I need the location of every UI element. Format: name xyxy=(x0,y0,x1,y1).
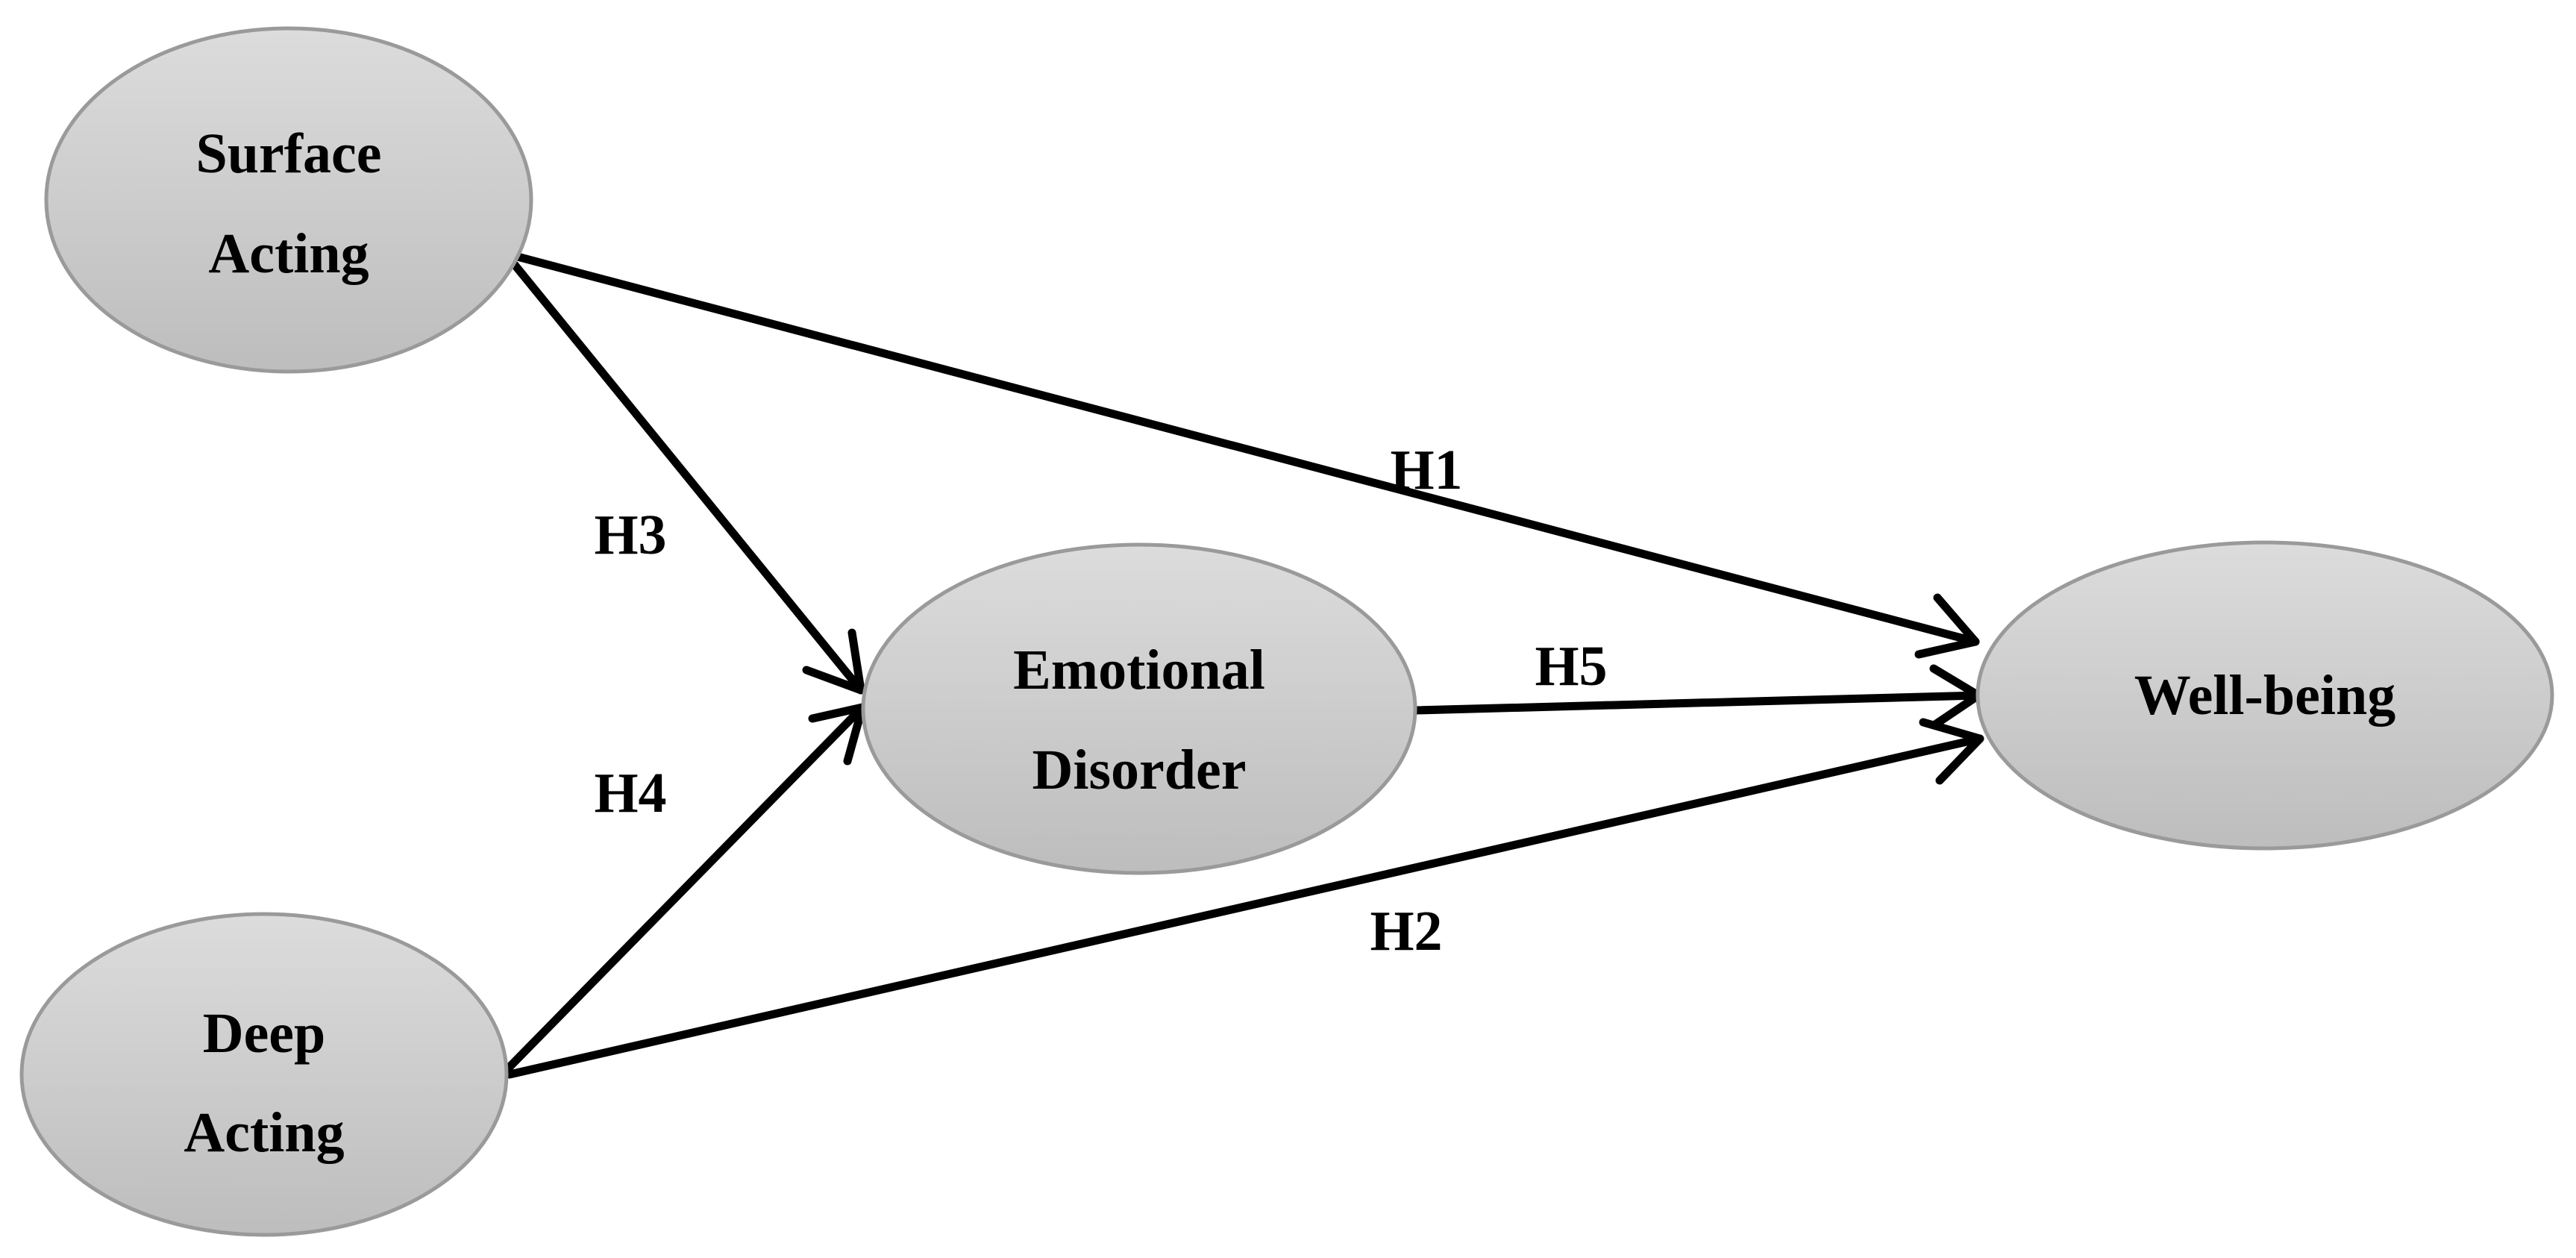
node-deep-acting-label-line1: Deep xyxy=(203,1002,326,1065)
edge-h2-line xyxy=(505,734,1984,1079)
edge-h4 xyxy=(505,703,867,1071)
edge-h4-line xyxy=(505,703,867,1071)
edge-h1-arrowhead xyxy=(1914,593,1980,659)
node-emotional-disorder-label-line2: Disorder xyxy=(1032,739,1246,801)
edge-h1-label: H1 xyxy=(1390,439,1462,501)
edge-h5 xyxy=(1411,664,1983,729)
edge-h5-line xyxy=(1411,691,1983,715)
node-emotional-disorder-label-line1: Emotional xyxy=(1013,639,1265,701)
edge-h2-label: H2 xyxy=(1370,900,1442,963)
edge-h2-arrowhead xyxy=(1919,718,1984,785)
edge-h5-label: H5 xyxy=(1535,635,1607,698)
node-surface-acting: Surface Acting xyxy=(44,26,533,374)
edge-h3-arrowhead xyxy=(802,628,865,695)
node-surface-acting-ellipse xyxy=(44,26,533,374)
edge-h4-label: H4 xyxy=(594,762,666,824)
node-emotional-disorder: Emotional Disorder xyxy=(861,542,1417,875)
node-well-being-label: Well-being xyxy=(2134,664,2395,727)
node-surface-acting-label-line1: Surface xyxy=(195,122,381,185)
node-emotional-disorder-ellipse xyxy=(861,542,1417,875)
edge-h3 xyxy=(510,260,865,695)
edge-h1 xyxy=(510,251,1980,659)
edge-h2 xyxy=(505,718,1984,1079)
edge-h3-line xyxy=(510,260,865,695)
node-well-being-ellipse xyxy=(1975,540,2554,851)
node-deep-acting-ellipse xyxy=(19,912,509,1237)
node-well-being: Well-being xyxy=(1975,540,2554,851)
node-surface-acting-label-line2: Acting xyxy=(208,222,369,285)
edge-h1-line xyxy=(510,251,1980,646)
node-deep-acting: Deep Acting xyxy=(19,912,509,1237)
node-deep-acting-label-line2: Acting xyxy=(184,1101,344,1164)
edge-h3-label: H3 xyxy=(594,504,666,566)
